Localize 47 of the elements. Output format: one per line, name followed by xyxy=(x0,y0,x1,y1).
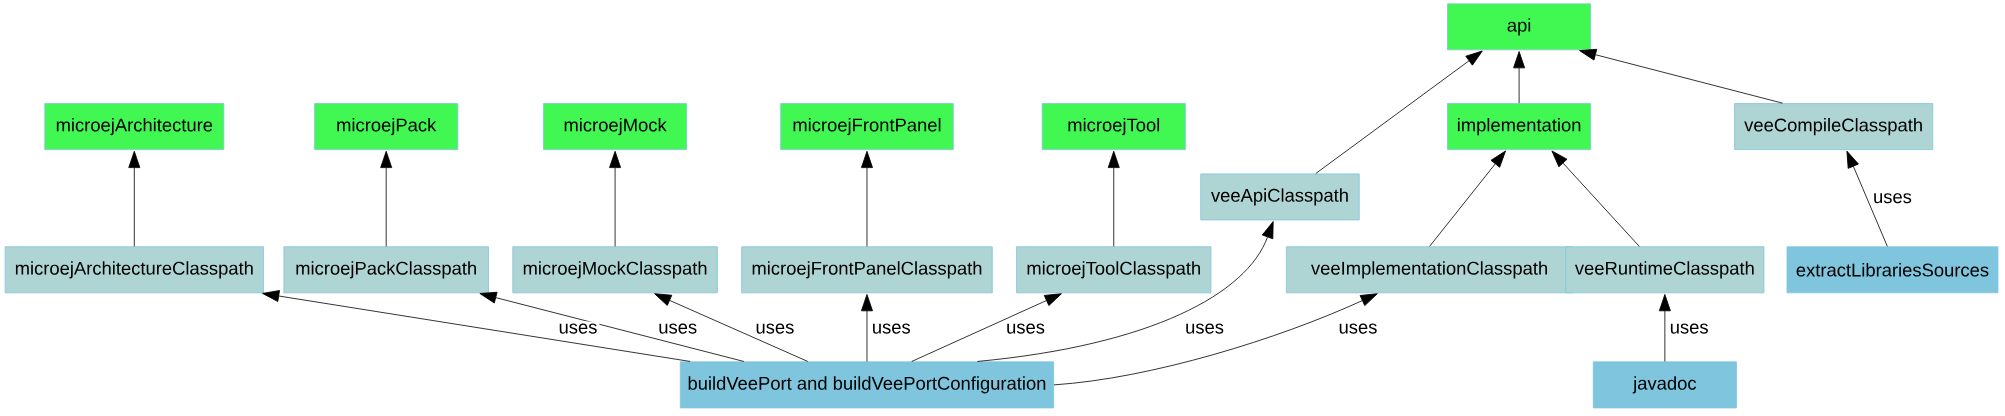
process-box: buildVeePort and buildVeePortConfiguration xyxy=(679,361,1055,409)
edge-label: uses xyxy=(1336,321,1380,336)
process-box: microejArchitectureClasspath xyxy=(4,246,264,294)
edge-label: uses xyxy=(1004,321,1047,336)
arrow xyxy=(128,151,141,247)
arrow xyxy=(380,151,393,247)
arrow xyxy=(1429,150,1506,247)
edge-label: uses xyxy=(869,321,913,336)
process-box: microejTool xyxy=(1041,103,1186,151)
process-box: microejMock xyxy=(543,103,688,151)
arrow xyxy=(1315,50,1483,175)
arrow xyxy=(1107,151,1120,247)
edge-label: uses xyxy=(656,321,700,336)
arrow xyxy=(654,293,809,363)
arrow xyxy=(1579,49,1783,104)
process-box: microejPackClasspath xyxy=(283,246,489,294)
process-box: microejFrontPanel xyxy=(780,103,954,151)
process-box: veeCompileClasspath xyxy=(1734,103,1934,151)
process-box: api xyxy=(1447,3,1592,51)
process-box: veeApiClasspath xyxy=(1200,173,1360,221)
edge-label: uses xyxy=(556,321,600,336)
arrow xyxy=(861,151,873,247)
arrow xyxy=(262,290,691,363)
edge-label: uses xyxy=(1183,321,1226,336)
arrow xyxy=(911,293,1062,363)
process-box: extractLibrariesSources xyxy=(1786,246,1999,294)
process-box: javadoc xyxy=(1592,361,1737,409)
arrow xyxy=(976,221,1274,363)
arrow xyxy=(1513,51,1526,104)
edge-label: uses xyxy=(1667,321,1711,336)
process-box: microejArchitecture xyxy=(44,103,225,151)
arrow xyxy=(609,151,621,247)
process-box: microejFrontPanelClasspath xyxy=(741,246,993,294)
process-box: implementation xyxy=(1447,103,1592,151)
arrow xyxy=(1053,293,1378,386)
arrow xyxy=(479,292,745,363)
process-box: microejPack xyxy=(314,103,459,151)
arrow xyxy=(1658,294,1671,363)
process-box: veeRuntimeClasspath xyxy=(1565,246,1765,294)
process-box: microejToolClasspath xyxy=(1016,246,1212,294)
edge-label: uses xyxy=(753,321,797,336)
arrow xyxy=(1551,150,1640,247)
edge-label: uses xyxy=(1871,191,1914,206)
process-box: microejMockClasspath xyxy=(512,246,718,294)
arrow xyxy=(1846,151,1888,247)
arrow xyxy=(861,294,873,363)
process-box: veeImplementationClasspath xyxy=(1285,246,1574,294)
